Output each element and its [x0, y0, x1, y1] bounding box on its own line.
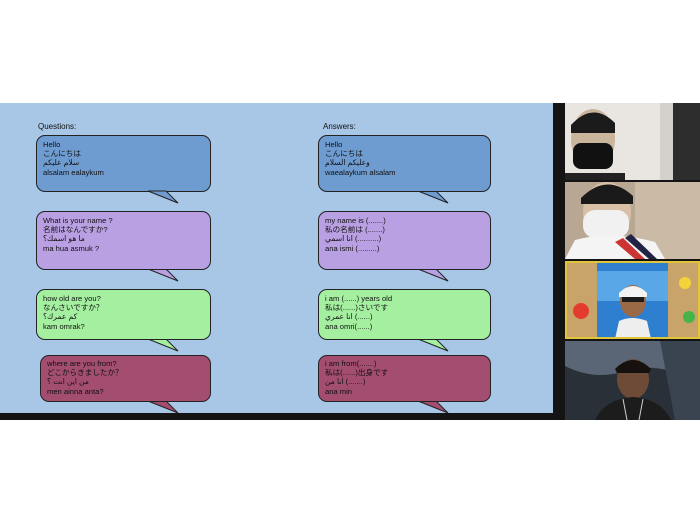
bubble-line: men ainna anta? [47, 386, 104, 396]
bubble-line: Hello [325, 140, 343, 149]
bubble-line: ma hua asmuk ? [43, 243, 100, 253]
bubble-line: انا اسمي (..........) [325, 234, 382, 244]
participant-video-tile[interactable] [565, 182, 700, 259]
participant-video-tile[interactable] [565, 341, 700, 420]
bubble-line: i am (......) years old [325, 294, 393, 303]
bubble-line: kam omrak? [43, 321, 85, 331]
questions-header: Questions: [38, 122, 77, 131]
bubble-line: こんにちは [325, 149, 363, 159]
bubble-line: من اين انت ؟ [47, 377, 89, 387]
bubble-line: ana min [325, 386, 353, 396]
bubble-line: ana ismi (.........) [325, 243, 380, 253]
bubble-line: where are you from? [47, 359, 117, 368]
bubble-line: 私の名前は (.......) [325, 225, 385, 235]
person-video-icon [565, 261, 700, 339]
bubble-line: سلام عليكم [43, 158, 80, 168]
answer-bubble-name: my name is (.......) 私の名前は (.......) انا… [318, 211, 491, 270]
answer-bubble-age: i am (......) years old 私は(......)さいです ا… [318, 289, 491, 340]
bubble-line: こんにちは [43, 149, 81, 159]
person-video-icon [565, 103, 700, 180]
answers-header: Answers: [323, 122, 356, 131]
bubble-line: alsalam ealaykum [43, 167, 104, 177]
active-speaker-video-tile[interactable] [565, 261, 700, 339]
answer-bubble-origin: i am from(.......) 私は(......)出身です انا من… [318, 355, 491, 402]
person-video-icon [565, 341, 700, 420]
video-call-window: Questions: Answers: Hello こんにちは سلام علي… [0, 103, 700, 420]
bubble-line: Hello [43, 140, 61, 149]
bubble-line: What is your name ? [43, 216, 113, 225]
answer-bubble-greeting: Hello こんにちは وعليكم السلام waealaykum als… [318, 135, 491, 192]
question-bubble-age: how old are you? なんさいですか？ كم عمرك؟ kam o… [36, 289, 211, 340]
question-bubble-name: What is your name ? 名前はなんですか? ما هو اسمك… [36, 211, 211, 270]
bubble-line: كم عمرك؟ [43, 312, 78, 322]
bubble-line: i am from(.......) [325, 359, 377, 368]
bubble-line: 私は(......)さいです [325, 303, 389, 313]
bubble-line: how old are you? [43, 294, 101, 303]
bubble-line: なんさいですか？ [43, 303, 104, 313]
bubble-line: 名前はなんですか? [43, 225, 108, 235]
question-bubble-origin: where are you from? どこからきましたか？ من اين ان… [40, 355, 211, 402]
person-video-icon [565, 182, 700, 259]
bubble-line: وعليكم السلام [325, 158, 370, 168]
bubble-line: ما هو اسمك؟ [43, 234, 85, 244]
question-bubble-greeting: Hello こんにちは سلام عليكم alsalam ealaykum [36, 135, 211, 192]
bubble-line: 私は(......)出身です [325, 368, 389, 378]
bubble-line: انا عمري (......) [325, 312, 373, 322]
bubble-line: waealaykum alsalam [325, 167, 396, 177]
bubble-line: どこからきましたか？ [47, 368, 123, 378]
participant-video-tile[interactable] [565, 103, 700, 180]
shared-screen-slide: Questions: Answers: Hello こんにちは سلام علي… [0, 103, 553, 413]
bubble-line: my name is (.......) [325, 216, 386, 225]
bubble-line: انا من (.......) [325, 377, 366, 387]
bubble-line: ana omri(......) [325, 321, 373, 331]
